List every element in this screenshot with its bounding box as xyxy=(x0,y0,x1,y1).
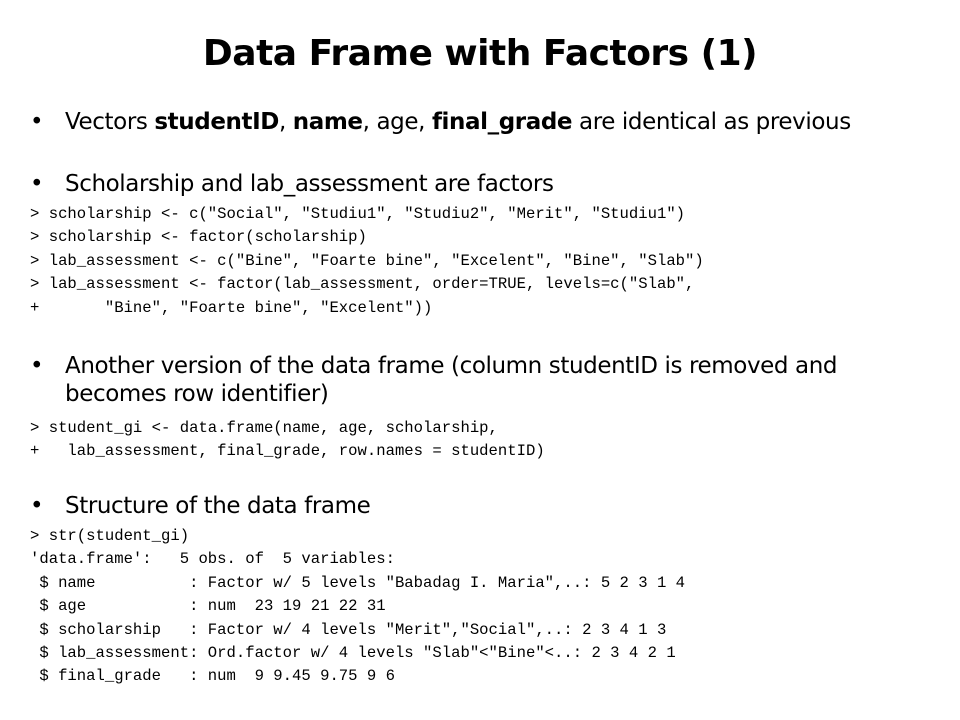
bullet-structure-text: Structure of the data frame xyxy=(65,493,371,519)
bullet-dot: • xyxy=(30,353,44,379)
bullet-vectors-pre: Vectors xyxy=(65,109,155,135)
code-block-factors: > scholarship <- c("Social", "Studiu1", … xyxy=(30,203,704,320)
code-line: $ age : num 23 19 21 22 31 xyxy=(30,597,386,616)
bullet-vectors-sep1: , xyxy=(278,109,293,135)
bullet-dot: • xyxy=(30,109,44,135)
code-line: > lab_assessment <- c("Bine", "Foarte bi… xyxy=(30,251,704,270)
bullet-dot: • xyxy=(30,493,44,519)
code-line: + lab_assessment, final_grade, row.names… xyxy=(30,442,545,461)
code-block-data-frame: > student_gi <- data.frame(name, age, sc… xyxy=(30,417,545,464)
bullet-vectors-sep2: , age, xyxy=(362,109,432,135)
code-line: > scholarship <- factor(scholarship) xyxy=(30,228,367,247)
bullet-vectors-post: are identical as previous xyxy=(572,109,851,135)
bullet-vectors-studentid: studentID xyxy=(154,109,279,135)
bullet-vectors-final-grade: final_grade xyxy=(431,109,573,135)
bullet-vectors-text: Vectors studentID, name, age, final_grad… xyxy=(65,108,945,136)
code-line: $ name : Factor w/ 5 levels "Babadag I. … xyxy=(30,573,686,592)
code-line: > lab_assessment <- factor(lab_assessmen… xyxy=(30,275,695,294)
slide-title: Data Frame with Factors (1) xyxy=(202,33,758,74)
code-line: > student_gi <- data.frame(name, age, sc… xyxy=(30,419,498,437)
bullet-vectors-name: name xyxy=(292,109,363,135)
code-line: $ lab_assessment: Ord.factor w/ 4 levels… xyxy=(30,644,676,663)
code-line: $ scholarship : Factor w/ 4 levels "Meri… xyxy=(30,620,667,639)
bullet-factors-text: Scholarship and lab_assessment are facto… xyxy=(65,171,554,197)
code-line: > scholarship <- c("Social", "Studiu1", … xyxy=(30,205,686,223)
bullet-another-version-text: Another version of the data frame (colum… xyxy=(65,353,838,407)
bullet-dot: • xyxy=(30,171,44,197)
code-line: + "Bine", "Foarte bine", "Excelent")) xyxy=(30,298,433,317)
code-line: > str(student_gi) xyxy=(30,527,190,545)
code-line: $ final_grade : num 9 9.45 9.75 9 6 xyxy=(30,667,395,686)
code-block-str-output: > str(student_gi) 'data.frame': 5 obs. of… xyxy=(30,525,685,689)
code-line: 'data.frame': 5 obs. of 5 variables: xyxy=(30,550,395,569)
